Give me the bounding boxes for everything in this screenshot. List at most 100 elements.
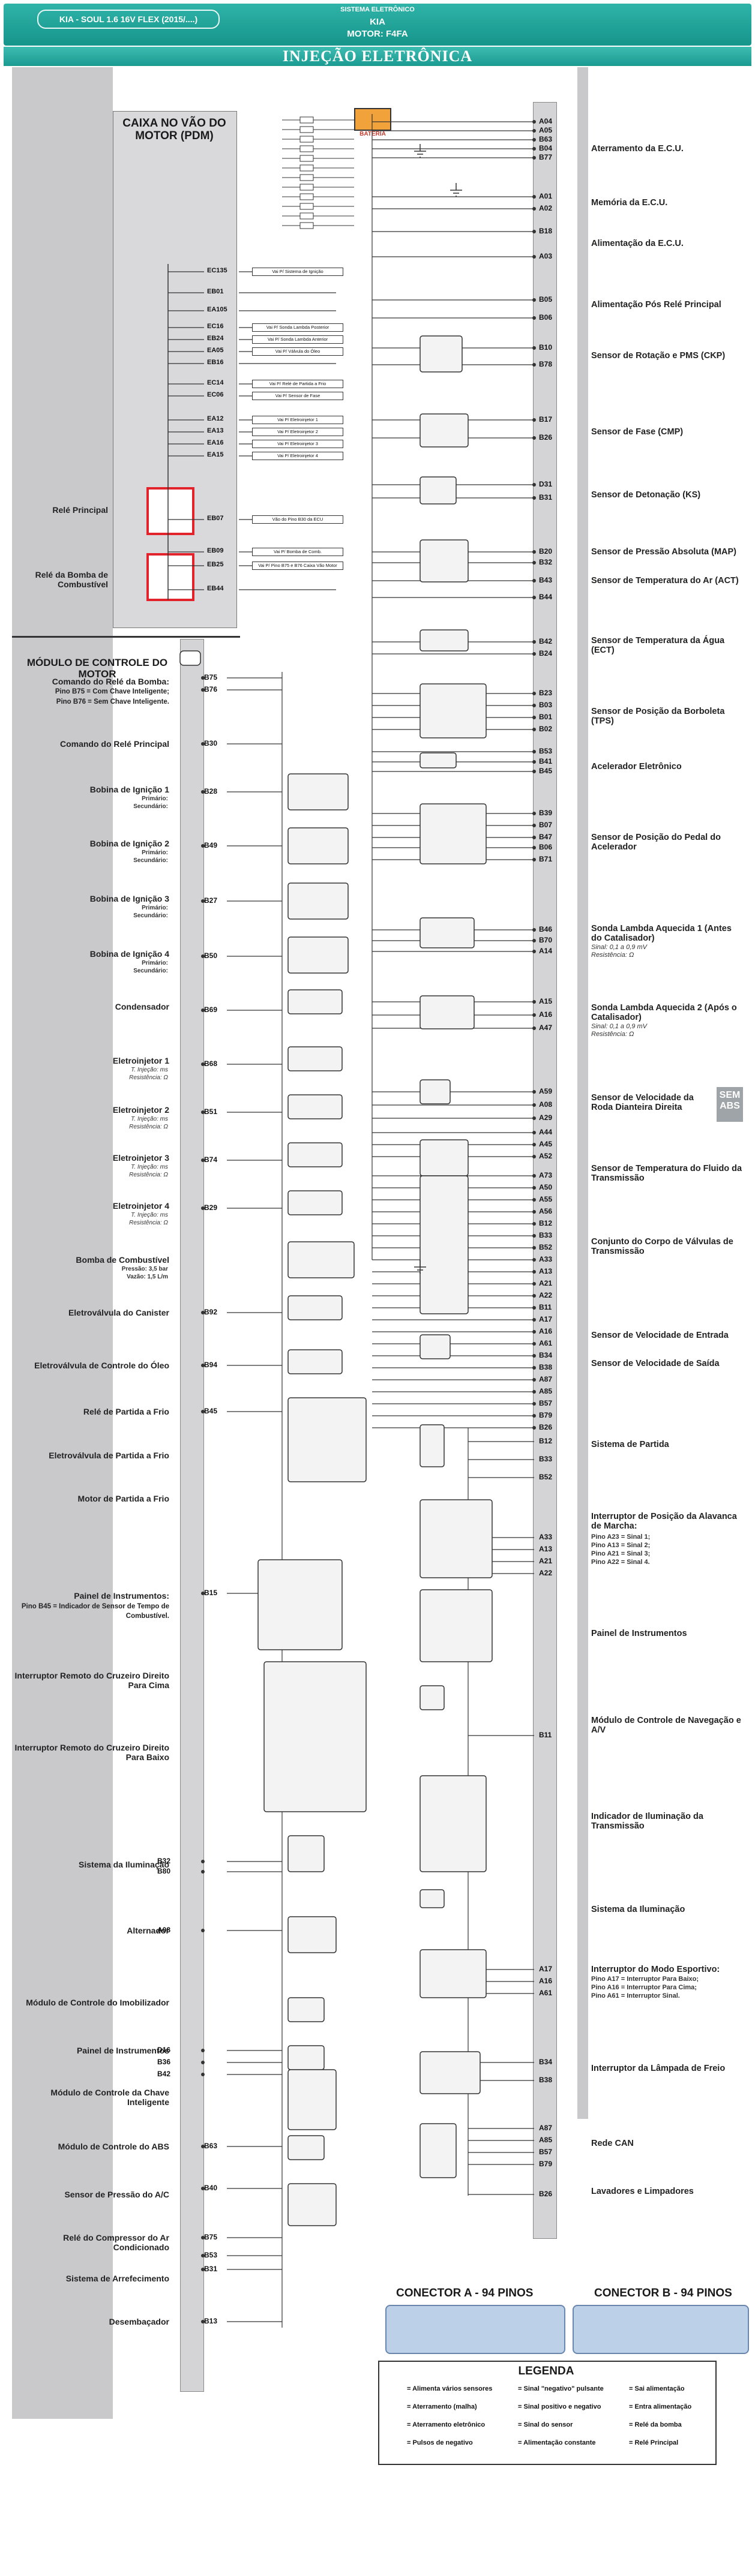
pin-dot <box>532 579 536 583</box>
ecu-pin-left: B94 <box>204 1361 218 1369</box>
ecu-pin-left: B50 <box>204 951 218 960</box>
fuse-icon <box>299 184 314 191</box>
wire-label: Vai P/ Eletroinjetor 2 <box>252 428 343 436</box>
sensor-icon <box>420 1334 451 1359</box>
ecu-pin-right: A56 <box>539 1207 553 1215</box>
ecu-pin-right: B17 <box>539 415 553 424</box>
legend-item: = Relé Principal <box>629 2439 679 2446</box>
injector-sub-label: Resistência: Ω <box>129 1172 168 1178</box>
ecu-pin-right-lower: A85 <box>539 2136 553 2144</box>
pdm-pin: EA15 <box>207 451 224 458</box>
sensor-icon <box>420 917 475 948</box>
legend-item: = Entra alimentação <box>629 2403 692 2410</box>
pin-dot <box>201 954 205 958</box>
component-icon <box>287 989 343 1014</box>
left-label-19: Eletroválvula de Partida a Frio <box>49 1451 169 1460</box>
ecu-pin-right: D31 <box>539 480 553 488</box>
ecu-pin-right: A73 <box>539 1171 553 1179</box>
pin-dot <box>532 1282 536 1286</box>
left-label-21: Painel de Instrumentos: <box>74 1591 169 1601</box>
ecu-pin-left: B49 <box>204 841 218 849</box>
sensor-icon <box>420 1589 493 1662</box>
left-label-33: Sistema de Arrefecimento <box>65 2274 169 2283</box>
pdm-pin: EC14 <box>207 379 224 386</box>
ecu-pin-right: A21 <box>539 1279 553 1287</box>
ecu-pin-right: B07 <box>539 821 553 829</box>
pin-dot <box>532 207 536 211</box>
pin-dot <box>532 483 536 487</box>
pin-dot <box>532 770 536 773</box>
ecu-pin-right: A16 <box>539 1327 553 1335</box>
pdm-pin: EB01 <box>207 288 224 295</box>
fuse-icon <box>299 164 314 172</box>
ecu-pin-right: A01 <box>539 192 553 200</box>
left-label-27: Módulo de Controle do Imobilizador <box>26 1998 169 2007</box>
pin-dot <box>532 230 536 233</box>
ecu-pin-right: B06 <box>539 313 553 322</box>
sensor-icon <box>420 683 487 738</box>
left-label-30: Módulo de Controle do ABS <box>58 2142 169 2151</box>
left-label-34: Desembaçador <box>109 2317 169 2326</box>
right-label-5: Sensor de Fase (CMP) <box>591 427 684 437</box>
left-label-24: Interruptor Remoto do Cruzeiro Direito P… <box>14 1743 169 1762</box>
pin-dot <box>532 195 536 199</box>
pin-dot <box>532 858 536 861</box>
sensor-icon <box>420 995 475 1029</box>
pin-dot <box>532 950 536 953</box>
pin-dot <box>532 1234 536 1238</box>
ecu-pin-right: A55 <box>539 1195 553 1203</box>
connector-a-title: CONECTOR A - 94 PINOS <box>396 2287 534 2299</box>
ecu-pin-right: B42 <box>539 637 553 645</box>
ecu-pin-right: B46 <box>539 925 553 933</box>
ecu-pin-right-lower: A61 <box>539 1989 553 1997</box>
ecu-pin-left: B36 <box>157 2058 171 2066</box>
pin-dot <box>532 1000 536 1004</box>
right-label-4: Sensor de Rotação e PMS (CKP) <box>591 351 726 361</box>
ecu-pin-right: A29 <box>539 1113 553 1122</box>
pin-dot <box>532 120 536 124</box>
wire-label: Vai P/ Eletroinjetor 4 <box>252 452 343 460</box>
ecu-pin-right: B10 <box>539 343 553 352</box>
coil-sub-label: Secundário: <box>133 912 168 919</box>
fuse-icon <box>299 136 314 143</box>
main-relay-icon <box>146 487 194 535</box>
pin-dot <box>532 1013 536 1017</box>
pin-dot <box>532 298 536 302</box>
coil-sub-label: Primário: <box>142 905 168 911</box>
left-label-31: Sensor de Pressão do A/C <box>64 2190 169 2199</box>
ecu-pin-right: B33 <box>539 1231 553 1239</box>
right-label-17: Conjunto do Corpo de Válvulas de Transmi… <box>591 1237 733 1256</box>
ecu-pin-left: B29 <box>204 1203 218 1212</box>
ecu-pin-right: B52 <box>539 1243 553 1251</box>
component-icon <box>287 1916 337 1953</box>
ground-icon <box>450 183 462 197</box>
coil-sub-label: Primário: <box>142 849 168 856</box>
ecu-pin-right-lower: B11 <box>539 1731 552 1739</box>
ecu-pin-right: B24 <box>539 649 553 657</box>
coil-sub-label: Primário: <box>142 795 168 802</box>
ecu-pin-right: B04 <box>539 144 553 152</box>
component-icon <box>287 1997 325 2022</box>
ecu-pin-right: B71 <box>539 855 553 863</box>
pdm-pin: EC16 <box>207 323 224 330</box>
ecu-pin-right: A52 <box>539 1152 553 1160</box>
right-label-16: Sensor de Temperatura do Fluido da Trans… <box>591 1164 742 1183</box>
right-label-2: Alimentação da E.C.U. <box>591 239 684 248</box>
right-label-14: Sonda Lambda Aquecida 2 (Após o Catalisa… <box>591 1003 737 1022</box>
ecu-pin-right: A16 <box>539 1010 553 1019</box>
component-icon <box>263 1661 367 1812</box>
right-label-0: Aterramento da E.C.U. <box>591 144 684 154</box>
ecu-pin-left: B53 <box>204 2251 218 2259</box>
pin-dot <box>532 496 536 500</box>
pin-dot <box>532 728 536 731</box>
ecu-pin-right: B23 <box>539 689 553 697</box>
injector-sub-label: Resistência: Ω <box>129 1074 168 1081</box>
ecu-pin-left: B75 <box>204 2233 218 2241</box>
pin-dot <box>532 836 536 839</box>
ecu-pin-right-lower: B12 <box>539 1437 553 1445</box>
component-icon <box>287 882 349 920</box>
component-icon <box>287 1046 343 1071</box>
ground-icon <box>414 144 426 158</box>
sport-pin-label: Pino A16 = Interruptor Para Cima; <box>591 1984 697 1991</box>
pin-dot <box>201 676 205 680</box>
